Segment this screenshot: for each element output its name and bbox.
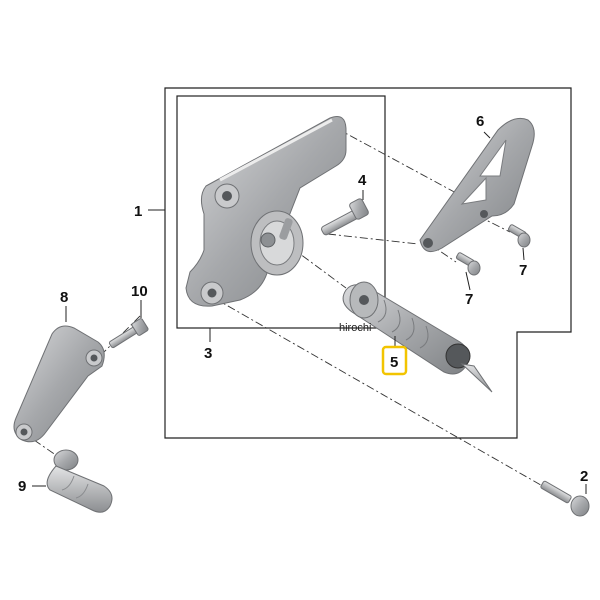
pin-part-9	[46, 449, 113, 513]
callout-8: 8	[60, 289, 68, 306]
callout-7-b: 7	[519, 262, 527, 279]
callout-1: 1	[134, 203, 142, 220]
bolt-part-4	[321, 198, 369, 236]
bolt-part-7-a	[455, 252, 481, 276]
assembly-frame	[164, 87, 572, 439]
leader-lines	[32, 131, 587, 494]
bolt-part-2	[540, 480, 590, 517]
callout-5: 5	[390, 354, 398, 371]
callout-9: 9	[18, 478, 26, 495]
heel-guard-part-6	[419, 117, 535, 253]
bolt-part-10	[108, 318, 149, 349]
watermark-text: hirochi	[339, 322, 371, 334]
callout-6: 6	[476, 113, 484, 130]
bracket-plate	[185, 116, 347, 307]
lever-part-8	[13, 325, 105, 443]
callout-2: 2	[580, 468, 588, 485]
subassembly-frame	[176, 95, 386, 329]
footpeg-part-5	[342, 281, 493, 393]
callout-4: 4	[358, 172, 367, 189]
callout-3: 3	[204, 345, 212, 362]
callout-10: 10	[131, 283, 148, 300]
part-5-highlight	[381, 345, 408, 376]
bolt-part-7-b	[507, 224, 531, 248]
callout-7-a: 7	[465, 291, 473, 308]
